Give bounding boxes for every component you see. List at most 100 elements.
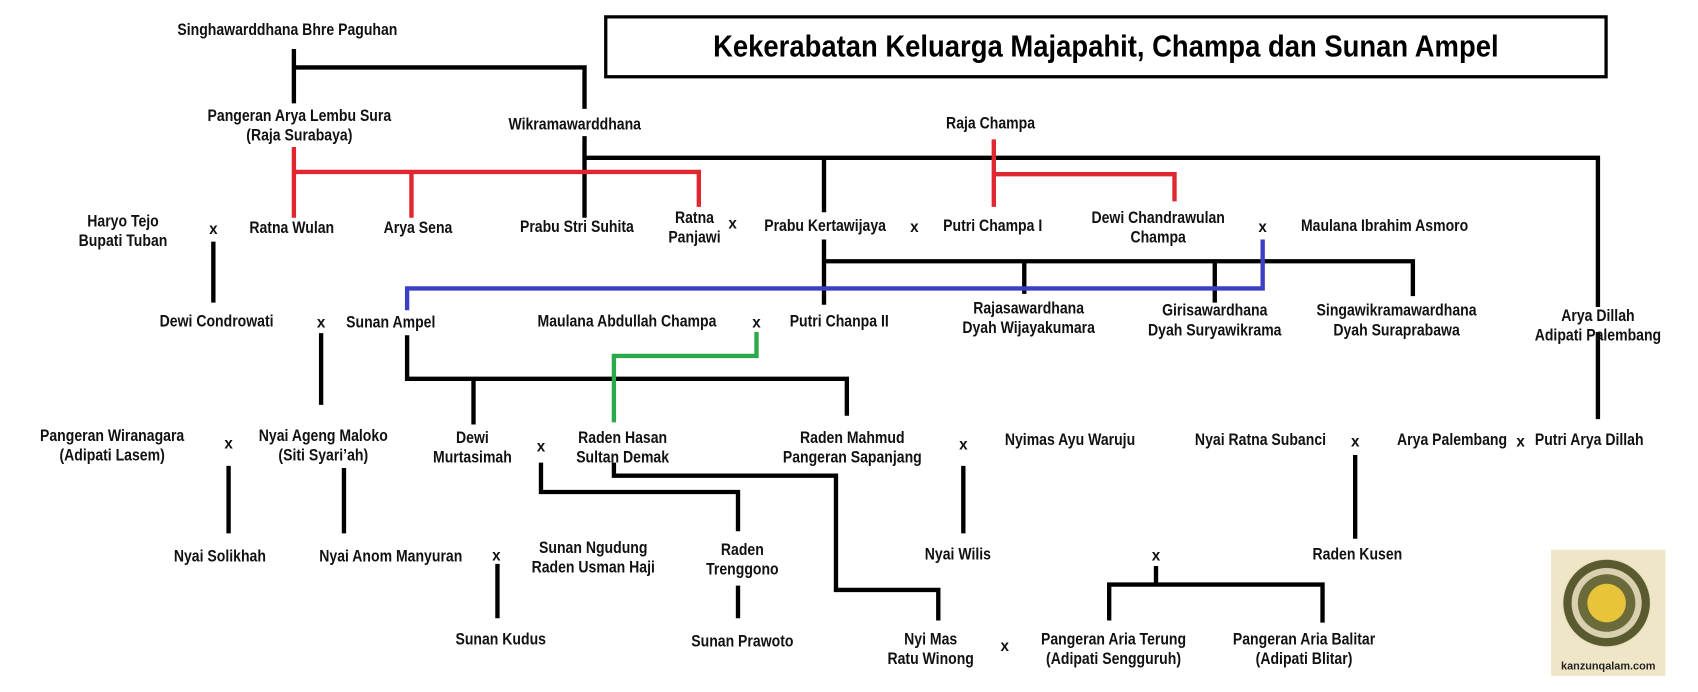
marriage-symbol: x (224, 434, 233, 452)
black-lineage-connector (226, 462, 941, 621)
person-putri-champa-1: Putri Champa I (943, 217, 1042, 237)
person-name-line: Ratu Winong (887, 649, 974, 669)
person-name-line: (Siti Syari’ah) (278, 446, 369, 465)
marriage-symbol: x (1151, 546, 1161, 564)
person-name-line: Raden (720, 540, 764, 560)
diagram-title: Kekerabatan Keluarga Majapahit, Champa d… (713, 29, 1499, 64)
person-name-line: Girisawardhana (1162, 301, 1268, 321)
person-putri-arya-dillah: Putri Arya Dillah (1535, 431, 1644, 451)
marriage-symbol: x (1000, 636, 1009, 655)
person-name-line: (Raja Surabaya) (246, 126, 353, 145)
person-dewi-condrowati: Dewi Condrowati (160, 312, 274, 332)
person-name-line: Raja Champa (946, 114, 1036, 133)
black-lineage-connector (211, 241, 850, 425)
person-name-line: Pangeran Arya Lembu Sura (207, 106, 392, 126)
person-name-line: Arya Palembang (1397, 431, 1508, 450)
person-sunan-kudus: Sunan Kudus (455, 630, 545, 650)
person-name-line: Arya Dillah (1561, 306, 1635, 326)
person-wiranagara: Pangeran Wiranagara(Adipati Lasem) (40, 427, 184, 466)
person-lembu-sura: Pangeran Arya Lembu Sura(Raja Surabaya) (208, 107, 392, 146)
person-name-line: Rajasawardhana (973, 299, 1085, 318)
person-nyimas-ayu-waruju: Nyimas Ayu Waruju (1005, 431, 1135, 451)
person-aria-terung: Pangeran Aria Terung(Adipati Sengguruh) (1041, 630, 1186, 669)
person-prabu-stri-suhita: Prabu Stri Suhita (520, 218, 634, 238)
person-name-line: Pangeran Aria Terung (1040, 630, 1187, 649)
person-maulana-ibrahim: Maulana Ibrahim Asmoro (1301, 217, 1468, 237)
person-name-line: Ratna (674, 208, 714, 228)
person-arya-palembang: Arya Palembang (1397, 431, 1507, 451)
person-singhawarddhana: Singhawarddhana Bhre Paguhan (177, 21, 397, 41)
person-prabu-kertawijaya: Prabu Kertawijaya (764, 217, 886, 237)
person-name-line: Pangeran Aria Balitar (1232, 630, 1376, 649)
person-name-line: Raden Kusen (1312, 545, 1403, 564)
person-name-line: Champa (1130, 228, 1186, 248)
red-lineage-connector (291, 146, 701, 218)
blue-lineage-connector (404, 239, 1265, 311)
black-lineage-connector (821, 239, 1416, 305)
person-aria-balitar: Pangeran Aria Balitar(Adipati Blitar) (1233, 630, 1375, 669)
marriage-symbol: x (316, 313, 326, 331)
person-arya-sena: Arya Sena (384, 219, 453, 239)
person-name-line: Dewi Condrowati (159, 312, 274, 331)
marriage-symbol: x (910, 217, 919, 236)
person-name-line: Nyai Anom Manyuran (319, 547, 463, 567)
person-name-line: Haryo Tejo (87, 212, 159, 231)
person-name-line: Nyi Mas (904, 630, 958, 649)
person-name-line: Putri Chanpa II (789, 312, 889, 331)
person-name-line: Panjawi (668, 228, 721, 248)
person-nyai-ageng-maloko: Nyai Ageng Maloko(Siti Syari’ah) (259, 427, 388, 466)
person-sunan-prawoto: Sunan Prawoto (691, 632, 793, 652)
person-name-line: Trenggono (706, 560, 779, 580)
person-name-line: Dewi Chandrawulan (1091, 208, 1225, 228)
person-name-line: Pangeran Sapanjang (782, 448, 922, 467)
person-name-line: Singawikramawardhana (1316, 301, 1477, 321)
person-name-line: Nyimas Ayu Waruju (1004, 431, 1136, 450)
person-name-line: (Adipati Sengguruh) (1046, 649, 1182, 669)
person-maulana-abdullah: Maulana Abdullah Champa (538, 312, 717, 332)
person-name-line: Dyah Suraprabawa (1333, 321, 1460, 340)
person-name-line: Wikramawarddhana (508, 115, 641, 134)
person-name-line: Sunan Ngudung (539, 538, 648, 558)
title-box: Kekerabatan Keluarga Majapahit, Champa d… (604, 15, 1608, 79)
marriage-symbol: x (1350, 432, 1360, 450)
person-nyai-ratna-subanci: Nyai Ratna Subanci (1195, 431, 1326, 451)
person-name-line: Dyah Suryawikrama (1148, 321, 1282, 340)
person-name-line: Dewi (456, 428, 489, 448)
person-raja-champa: Raja Champa (946, 114, 1035, 134)
person-nyai-anom-manyuran: Nyai Anom Manyuran (319, 548, 462, 568)
green-lineage-connector (611, 331, 759, 423)
person-name-line: Putri Arya Dillah (1534, 431, 1644, 450)
ornament-icon (1561, 558, 1652, 648)
person-name-line: (Adipati Lasem) (59, 446, 165, 465)
person-name-line: Prabu Stri Suhita (519, 217, 634, 237)
person-name-line: Arya Sena (383, 218, 453, 238)
marriage-symbol: x (1516, 432, 1525, 450)
person-name-line: Nyai Ageng Maloko (258, 426, 388, 446)
person-name-line: Maulana Abdullah Champa (537, 312, 717, 331)
person-name-line: Raden Hasan (578, 428, 668, 448)
person-nyai-wilis: Nyai Wilis (925, 545, 991, 565)
red-lineage-connector (991, 139, 1177, 207)
person-wikramawarddhana: Wikramawarddhana (508, 115, 641, 135)
person-name-line: Pangeran Wiranagara (39, 426, 185, 446)
marriage-symbol: x (1258, 217, 1267, 236)
person-raden-kusen: Raden Kusen (1312, 545, 1402, 565)
marriage-symbol: x (752, 313, 761, 331)
person-name-line: Sultan Demak (576, 448, 670, 467)
person-nyai-solikhah: Nyai Solikhah (174, 548, 266, 568)
person-name-line: Raden Mahmud (800, 428, 905, 448)
person-name-line: Sunan Prawoto (691, 632, 794, 651)
